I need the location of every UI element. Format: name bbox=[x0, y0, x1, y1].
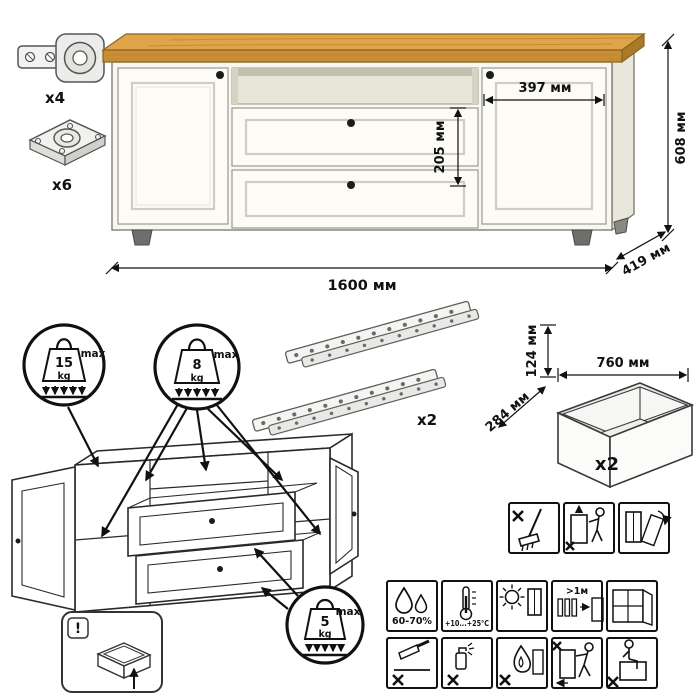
open-left-door bbox=[11, 466, 76, 611]
dim-drawer-front-height-label: 205 мм bbox=[433, 121, 448, 174]
drawer-slide-1 bbox=[284, 300, 480, 368]
dim-drawer-box-width: 760 мм bbox=[557, 356, 689, 382]
humidity-icon: 60-70% bbox=[386, 580, 438, 632]
drawer-box-qty-label: x2 bbox=[595, 454, 619, 475]
load-limit-shelf: 8 kg max bbox=[153, 323, 241, 411]
hinge-icon bbox=[17, 33, 105, 83]
open-right-door bbox=[329, 456, 359, 576]
load-drawer-unit: kg bbox=[318, 629, 331, 640]
dim-drawer-box-width-label: 760 мм bbox=[597, 356, 650, 371]
foot-icon bbox=[28, 119, 107, 166]
open-shelf-niche bbox=[231, 67, 479, 105]
no-sitting-icon bbox=[606, 637, 658, 689]
load-top-unit: kg bbox=[57, 371, 70, 382]
slides-qty-label: x2 bbox=[417, 411, 437, 429]
dim-drawer-front-height: 205 мм bbox=[433, 107, 466, 187]
weight-handle bbox=[315, 598, 335, 610]
load-shelf-unit: kg bbox=[190, 373, 203, 384]
load-shelf-amount: 8 bbox=[192, 358, 201, 373]
load-pointer-arrows bbox=[67, 403, 321, 610]
dim-right-door-width: 397 мм bbox=[483, 81, 605, 106]
no-dragging-icon bbox=[551, 637, 603, 689]
drawer-front-2 bbox=[231, 169, 479, 229]
load-top-max: max bbox=[81, 348, 106, 360]
dim-overall-height: 608 мм bbox=[661, 33, 689, 242]
load-limit-drawer: 5 kg max bbox=[285, 585, 365, 665]
right-door-knob bbox=[486, 71, 494, 79]
no-direct-sunlight-icon bbox=[496, 580, 548, 632]
left-door-knob bbox=[216, 71, 224, 79]
humidity-label: 60-70% bbox=[392, 616, 432, 627]
tv-stand-illustration bbox=[101, 32, 646, 246]
heat-distance-label: >1м bbox=[566, 586, 588, 597]
load-drawer-max: max bbox=[336, 606, 361, 618]
drawer-slide-2 bbox=[251, 368, 447, 436]
dim-drawer-box-depth: 284 мм bbox=[483, 386, 546, 435]
weight-body bbox=[173, 349, 221, 384]
weight-handle bbox=[55, 338, 73, 350]
weight-body bbox=[41, 348, 87, 382]
dim-overall-height-label: 608 мм bbox=[674, 112, 689, 165]
drawer-1-knob bbox=[347, 119, 355, 127]
dim-right-door-width-label: 397 мм bbox=[519, 81, 572, 96]
load-drawer-amount: 5 bbox=[320, 615, 329, 630]
no-harsh-cleaning-icon bbox=[441, 637, 493, 689]
dim-overall-width-label: 1600 мм bbox=[327, 278, 396, 294]
heat-distance-icon: >1м bbox=[551, 580, 604, 632]
dim-drawer-box-height: 124 мм bbox=[525, 324, 556, 378]
weight-body bbox=[303, 608, 347, 640]
left-door bbox=[117, 67, 229, 225]
drawer-2-knob bbox=[347, 181, 355, 189]
temperature-icon: +10...+25°C bbox=[441, 580, 493, 632]
dim-drawer-box-depth-label: 284 мм bbox=[483, 389, 533, 435]
dim-overall-depth-label: 419 мм bbox=[620, 241, 674, 280]
wood-top bbox=[101, 32, 646, 64]
load-top-amount: 15 bbox=[55, 356, 73, 371]
lift-to-move-icon bbox=[563, 502, 615, 554]
weight-handle bbox=[187, 338, 207, 351]
dim-drawer-box-height-label: 124 мм bbox=[525, 325, 540, 378]
ventilation-icon bbox=[606, 580, 658, 632]
open-drawer-1 bbox=[127, 482, 318, 557]
load-limit-top: 15 kg max bbox=[22, 323, 106, 407]
exclamation-mark: ! bbox=[75, 621, 81, 637]
foot-qty-label: x6 bbox=[52, 176, 72, 194]
load-shelf-max: max bbox=[214, 349, 239, 361]
temperature-label: +10...+25°C bbox=[445, 619, 489, 628]
drawer-front-1 bbox=[231, 107, 479, 167]
drawer-box-illustration bbox=[555, 382, 695, 489]
right-door bbox=[481, 67, 607, 225]
no-open-flame-icon bbox=[496, 637, 548, 689]
no-mop-icon bbox=[508, 502, 560, 554]
hinge-qty-label: x4 bbox=[45, 89, 65, 107]
rail-mounting-inset: ! bbox=[61, 611, 163, 693]
tilt-upright-icon bbox=[618, 502, 672, 554]
dim-overall-width: 1600 мм bbox=[105, 261, 619, 294]
no-cutting-icon bbox=[386, 637, 438, 689]
